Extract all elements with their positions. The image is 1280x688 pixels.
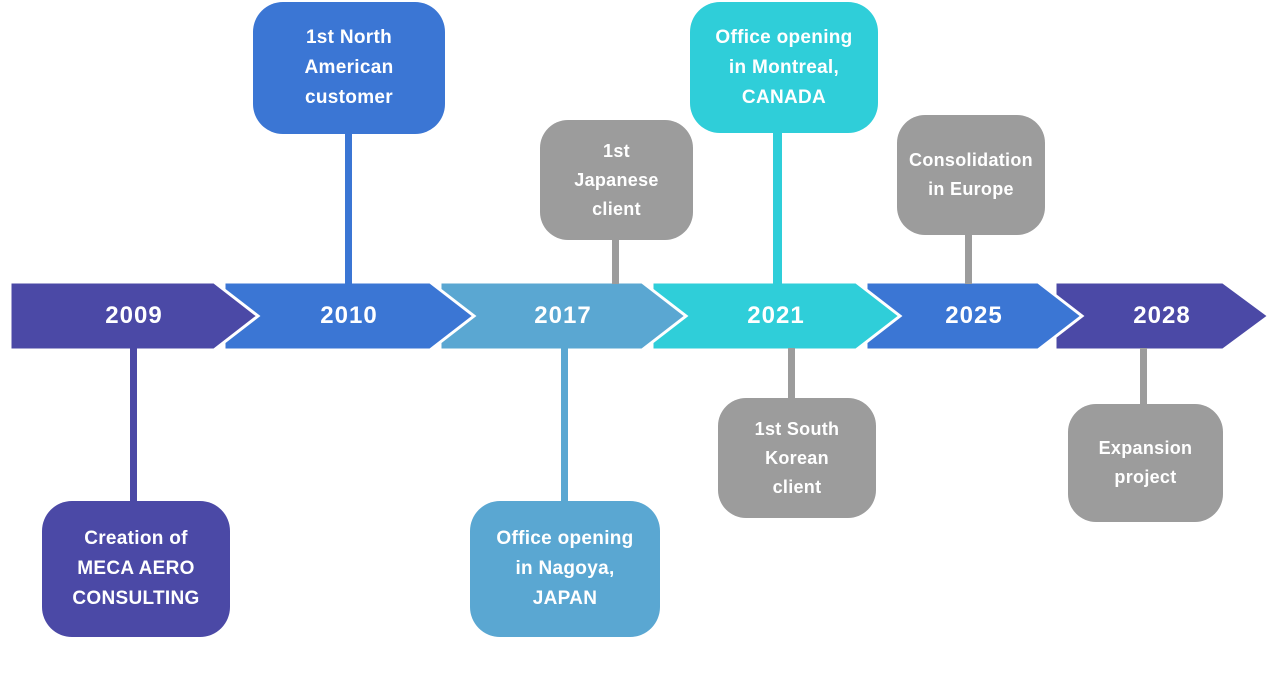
connector-2028-below bbox=[1140, 348, 1147, 406]
timeline-arrow-2028 bbox=[1053, 280, 1272, 352]
event-card-consolidation-europe: Consolidation in Europe bbox=[897, 115, 1045, 235]
timeline-arrow-2017 bbox=[438, 280, 689, 352]
timeline-arrow-2010 bbox=[222, 280, 477, 352]
event-card-japanese-client: 1st Japanese client bbox=[540, 120, 693, 240]
event-card-north-american-customer: 1st North American customer bbox=[253, 2, 445, 134]
event-card-expansion-project: Expansion project bbox=[1068, 404, 1223, 522]
event-card-nagoya-office: Office opening in Nagoya, JAPAN bbox=[470, 501, 660, 637]
connector-2010-above bbox=[345, 134, 352, 284]
event-card-south-korean-client: 1st South Korean client bbox=[718, 398, 876, 518]
event-card-montreal-office: Office opening in Montreal, CANADA bbox=[690, 2, 878, 133]
timeline-arrow-2009 bbox=[8, 280, 261, 352]
connector-2021-above bbox=[773, 131, 782, 284]
connector-2021-below bbox=[788, 348, 795, 400]
connector-2017-above bbox=[612, 240, 619, 284]
connector-2025-above bbox=[965, 235, 972, 284]
event-card-creation-meca-aero: Creation of MECA AERO CONSULTING bbox=[42, 501, 230, 637]
connector-2017-below bbox=[561, 348, 568, 503]
timeline-arrow-ribbon bbox=[8, 280, 1272, 352]
connector-2009-below bbox=[130, 348, 137, 503]
timeline-arrow-2021 bbox=[650, 280, 903, 352]
